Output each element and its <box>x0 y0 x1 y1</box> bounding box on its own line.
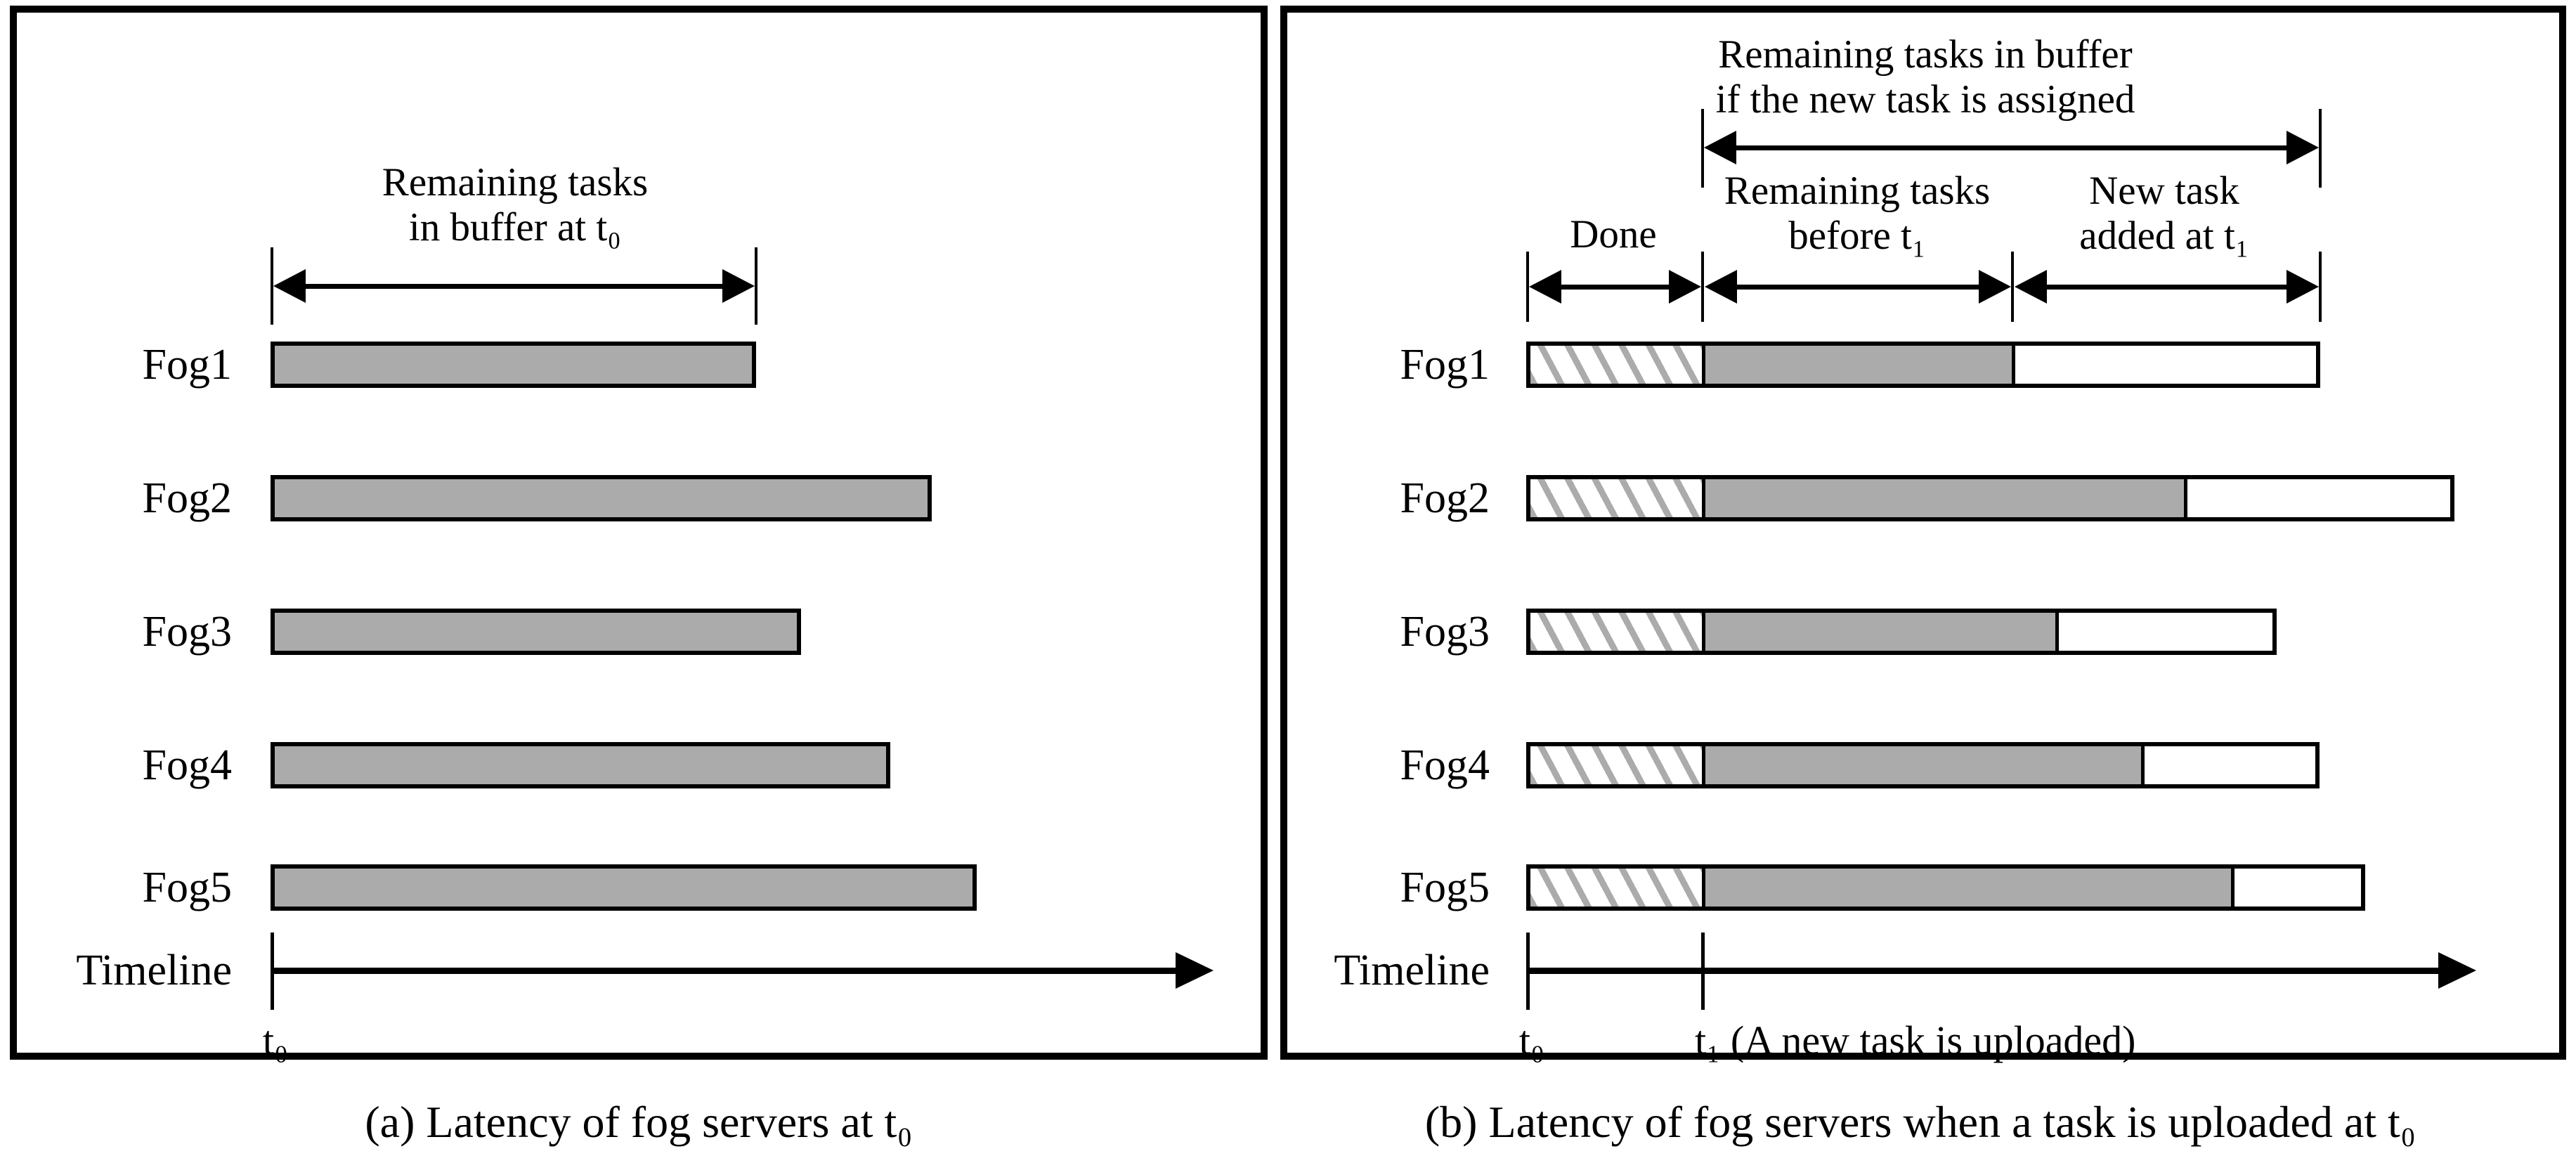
panel-b-row-label-fog3: Fog3 <box>1400 608 1490 656</box>
panel-b-bar-fog5-remaining <box>1705 869 2235 907</box>
panel-b-bar-fog1-newtask <box>2015 346 2316 384</box>
panel-b-newtask-line2: added at t₁ <box>2079 213 2249 258</box>
panel-a-bar-fog5 <box>271 864 977 911</box>
panel-a-annotation-line2: in buffer at t₀ <box>408 204 622 249</box>
panel-b-remaining-line1: Remaining tasks <box>1724 169 1991 213</box>
panel-a-arrow-line <box>295 284 731 289</box>
panel-b-done-arrow-line <box>1549 285 1676 290</box>
panel-b-sub-tick-remaining-end <box>2011 252 2014 322</box>
panel-b-bar-fog3 <box>1526 609 2277 655</box>
panel-b-row-label-fog2: Fog2 <box>1400 474 1490 522</box>
panel-b-remaining-annotation: Remaining tasks before t₁ <box>1724 169 1990 259</box>
panel-b-row-label-fog5: Fog5 <box>1400 864 1490 911</box>
panel-b-row-label-fog4: Fog4 <box>1400 741 1490 789</box>
panel-a-annotation-line1: Remaining tasks <box>382 160 649 204</box>
panel-b-done-annotation: Done <box>1570 212 1656 257</box>
panel-a-timeline-t0-label: t₀ <box>262 1018 289 1063</box>
panel-b-bar-fog2-newtask <box>2187 479 2450 517</box>
caption-panel-a: (a) Latency of fog servers at t₀ <box>365 1097 913 1147</box>
panel-b-bar-fog2-remaining <box>1705 479 2187 517</box>
panel-b-row-label-fog1: Fog1 <box>1400 341 1490 389</box>
panel-a-bar-fog1-remaining <box>275 346 752 384</box>
panel-a-timeline-arrowhead-icon <box>1176 952 1214 989</box>
panel-a-annotation: Remaining tasks in buffer at t₀ <box>382 160 648 250</box>
panel-a-arrowhead-left-icon <box>273 269 306 303</box>
panel-b-newtask-annotation: New task added at t₁ <box>2079 169 2249 259</box>
panel-a-bar-fog4-remaining <box>275 746 886 784</box>
panel-b-timeline-t1-label: t₁ (A new task is uploaded) <box>1695 1018 2136 1063</box>
panel-b-bar-fog5 <box>1526 864 2365 911</box>
panel-b-sub-tick-t1 <box>1701 252 1704 322</box>
panel-b-top-annotation-line1: Remaining tasks in buffer <box>1718 32 2133 77</box>
panel-b-newtask-arrowhead-left-icon <box>2015 270 2047 304</box>
panel-b-bar-fog2-done <box>1530 479 1705 517</box>
panel-b-bar-fog1 <box>1526 342 2320 388</box>
panel-b-top-arrow-tick-left <box>1701 109 1704 188</box>
panel-b-remaining-arrow-line <box>1725 285 1986 290</box>
panel-b-timeline-t0-label: t₀ <box>1518 1018 1545 1063</box>
panel-b-bar-fog5-newtask <box>2235 869 2361 907</box>
panel-b-done-arrowhead-right-icon <box>1669 270 1701 304</box>
panel-a-bar-fog3 <box>271 609 801 655</box>
panel-b-top-annotation-line2: if the new task is assigned <box>1715 77 2135 122</box>
panel-b-top-annotation: Remaining tasks in buffer if the new tas… <box>1716 32 2135 122</box>
panel-a-row-label-fog4: Fog4 <box>142 741 232 789</box>
panel-b-bar-fog3-newtask <box>2059 613 2272 651</box>
panel-a-bar-fog2-remaining <box>275 479 928 517</box>
panel-b-remaining-arrowhead-left-icon <box>1705 270 1737 304</box>
panel-a-arrowhead-right-icon <box>722 269 755 303</box>
panel-b-timeline-name: Timeline <box>1334 947 1490 994</box>
panel-b-bar-fog4-done <box>1530 746 1705 784</box>
panel-a-bar-fog3-remaining <box>275 613 797 651</box>
panel-b-done-label: Done <box>1570 212 1657 256</box>
panel-a-bar-fog1 <box>271 342 756 388</box>
panel-b-newtask-line1: New task <box>2089 169 2239 213</box>
panel-b-bar-fog1-done <box>1530 346 1705 384</box>
panel-b-remaining-arrowhead-right-icon <box>1979 270 2011 304</box>
panel-b-newtask-arrowhead-right-icon <box>2286 270 2319 304</box>
panel-b-bar-fog4-remaining <box>1705 746 2145 784</box>
caption-panel-b: (b) Latency of fog servers when a task i… <box>1424 1097 2416 1147</box>
panel-a-timeline-name: Timeline <box>76 947 232 994</box>
panel-b-newtask-arrow-line <box>2036 285 2296 290</box>
panel-b-bar-fog4 <box>1526 742 2320 788</box>
panel-a-arrow-tick-right <box>755 247 757 325</box>
panel-b-sub-tick-newtask-end <box>2319 252 2322 322</box>
panel-b-bar-fog2 <box>1526 475 2454 521</box>
panel-b-top-arrow-tick-right <box>2319 109 2322 188</box>
panel-b-top-arrowhead-left-icon <box>1704 131 1736 164</box>
panel-b-timeline-arrowhead-icon <box>2438 952 2476 989</box>
panel-a-row-label-fog1: Fog1 <box>142 341 232 389</box>
panel-b-bar-fog3-done <box>1530 613 1705 651</box>
panel-a-bar-fog4 <box>271 742 890 788</box>
panel-a-row-label-fog5: Fog5 <box>142 864 232 911</box>
panel-b-bar-fog5-done <box>1530 869 1705 907</box>
panel-b-sub-tick-t0 <box>1526 252 1529 322</box>
panel-b-bar-fog1-remaining <box>1705 346 2015 384</box>
panel-a-row-label-fog2: Fog2 <box>142 474 232 522</box>
panel-a-row-label-fog3: Fog3 <box>142 608 232 656</box>
panel-a-arrow-tick-left <box>271 247 273 325</box>
panel-a-timeline-axis <box>271 968 1177 974</box>
panel-a-bar-fog2 <box>271 475 932 521</box>
panel-b-done-arrowhead-left-icon <box>1529 270 1561 304</box>
panel-b-bar-fog3-remaining <box>1705 613 2059 651</box>
panel-b-bar-fog4-newtask <box>2145 746 2315 784</box>
panel-b-top-arrow-line <box>1726 145 2295 150</box>
panel-b-timeline-axis <box>1526 968 2440 974</box>
panel-b-remaining-line2: before t₁ <box>1788 213 1926 258</box>
panel-a-bar-fog5-remaining <box>275 869 972 907</box>
panel-b-top-arrowhead-right-icon <box>2286 131 2319 164</box>
